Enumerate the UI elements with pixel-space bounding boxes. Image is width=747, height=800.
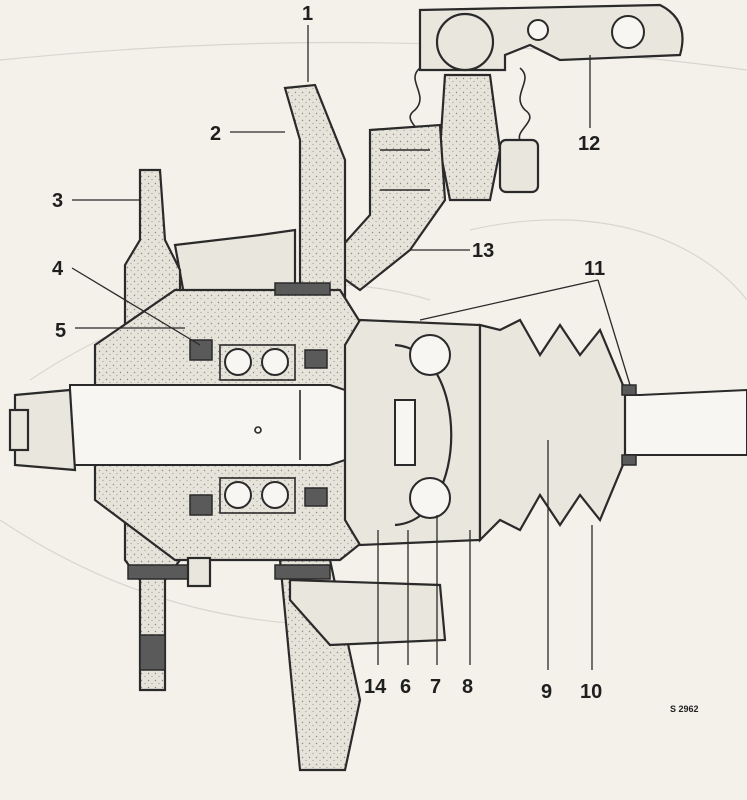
callout-14: 14 [364,676,387,698]
steering-knuckle-arm [323,123,447,292]
callout-3: 3 [52,190,63,212]
cv-boot [478,318,637,543]
callout-1: 1 [302,3,313,25]
callout-4: 4 [52,258,64,280]
callout-7: 7 [430,676,441,698]
callout-12: 12 [578,133,600,155]
axle-nut [8,388,77,472]
leader-lines [71,25,631,670]
callout-9: 9 [541,681,552,703]
callout-6: 6 [400,676,411,698]
cv-joint [343,318,482,547]
callout-5: 5 [55,320,66,342]
callout-10: 10 [580,681,602,703]
callout-11: 11 [584,258,605,280]
callout-2: 2 [210,123,221,145]
callout-8: 8 [462,676,473,698]
figure-reference: S 2962 [670,704,699,714]
lower-arm [288,578,447,647]
oil-seals [189,339,328,516]
ball-joint-steering-arm [409,3,684,202]
callout-13: 13 [472,240,494,262]
callout-labels: 1 2 3 4 5 6 7 8 9 10 11 12 13 14 [52,3,605,703]
wheel-bearings [219,344,296,514]
